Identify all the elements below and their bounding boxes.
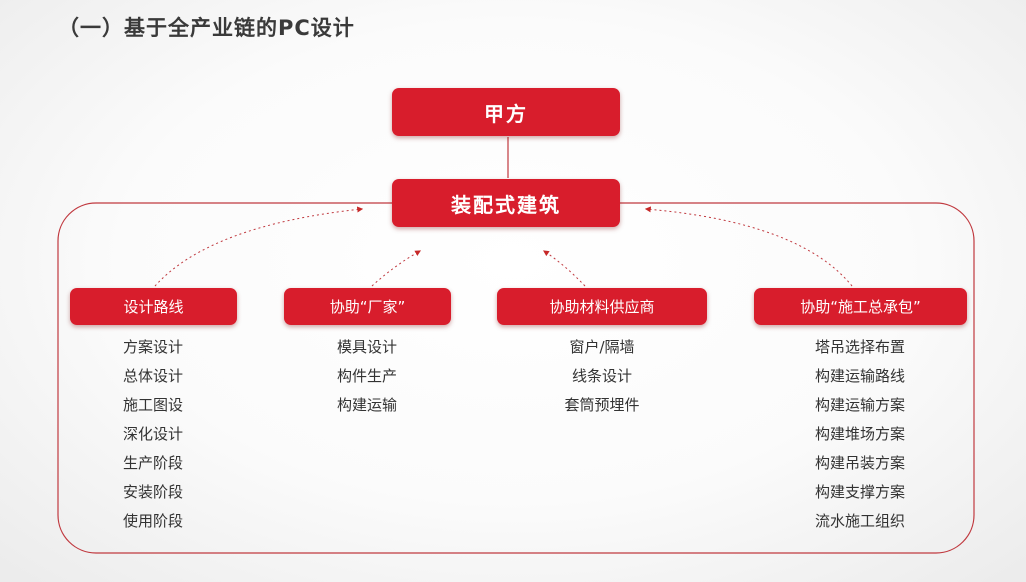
- assist-supplier-list: 窗户/隔墙 线条设计 套筒预埋件: [527, 333, 677, 420]
- dotted-arrow-supplier: [543, 250, 586, 287]
- list-item: 深化设计: [122, 425, 183, 443]
- category-design-route: 设计路线: [70, 288, 237, 325]
- list-item: 构建运输路线: [814, 367, 905, 385]
- list-item: 构件生产: [336, 367, 397, 385]
- list-item: 方案设计: [122, 338, 183, 356]
- page-title: （一）基于全产业链的PC设计: [58, 16, 355, 40]
- dotted-arrow-design: [154, 206, 364, 287]
- dotted-arrow-contractor: [644, 206, 853, 287]
- list-item: 生产阶段: [122, 454, 183, 472]
- prefab-building-box: 装配式建筑: [392, 179, 620, 227]
- category-assist-supplier: 协助材料供应商: [497, 288, 707, 325]
- client-box: 甲方: [392, 88, 620, 136]
- list-item: 套筒预埋件: [564, 396, 640, 414]
- list-item: 构建运输: [336, 396, 397, 414]
- list-item: 模具设计: [336, 338, 397, 356]
- list-item: 构建运输方案: [814, 396, 905, 414]
- list-item: 安装阶段: [122, 483, 183, 501]
- category-assist-contractor: 协助“施工总承包”: [754, 288, 967, 325]
- assist-factory-list: 模具设计 构件生产 构建运输: [297, 333, 437, 420]
- list-item: 施工图设: [122, 396, 183, 414]
- category-assist-factory: 协助“厂家”: [284, 288, 451, 325]
- list-item: 总体设计: [122, 367, 183, 385]
- dotted-arrow-factory: [371, 250, 422, 287]
- list-item: 塔吊选择布置: [814, 338, 905, 356]
- design-route-list: 方案设计 总体设计 施工图设 深化设计 生产阶段 安装阶段 使用阶段: [83, 333, 223, 536]
- list-item: 构建支撑方案: [814, 483, 905, 501]
- assist-contractor-list: 塔吊选择布置 构建运输路线 构建运输方案 构建堆场方案 构建吊装方案 构建支撑方…: [785, 333, 935, 536]
- list-item: 构建吊装方案: [814, 454, 905, 472]
- list-item: 使用阶段: [122, 512, 183, 530]
- list-item: 流水施工组织: [814, 512, 905, 530]
- list-item: 窗户/隔墙: [569, 338, 635, 356]
- list-item: 构建堆场方案: [814, 425, 905, 443]
- list-item: 线条设计: [571, 367, 632, 385]
